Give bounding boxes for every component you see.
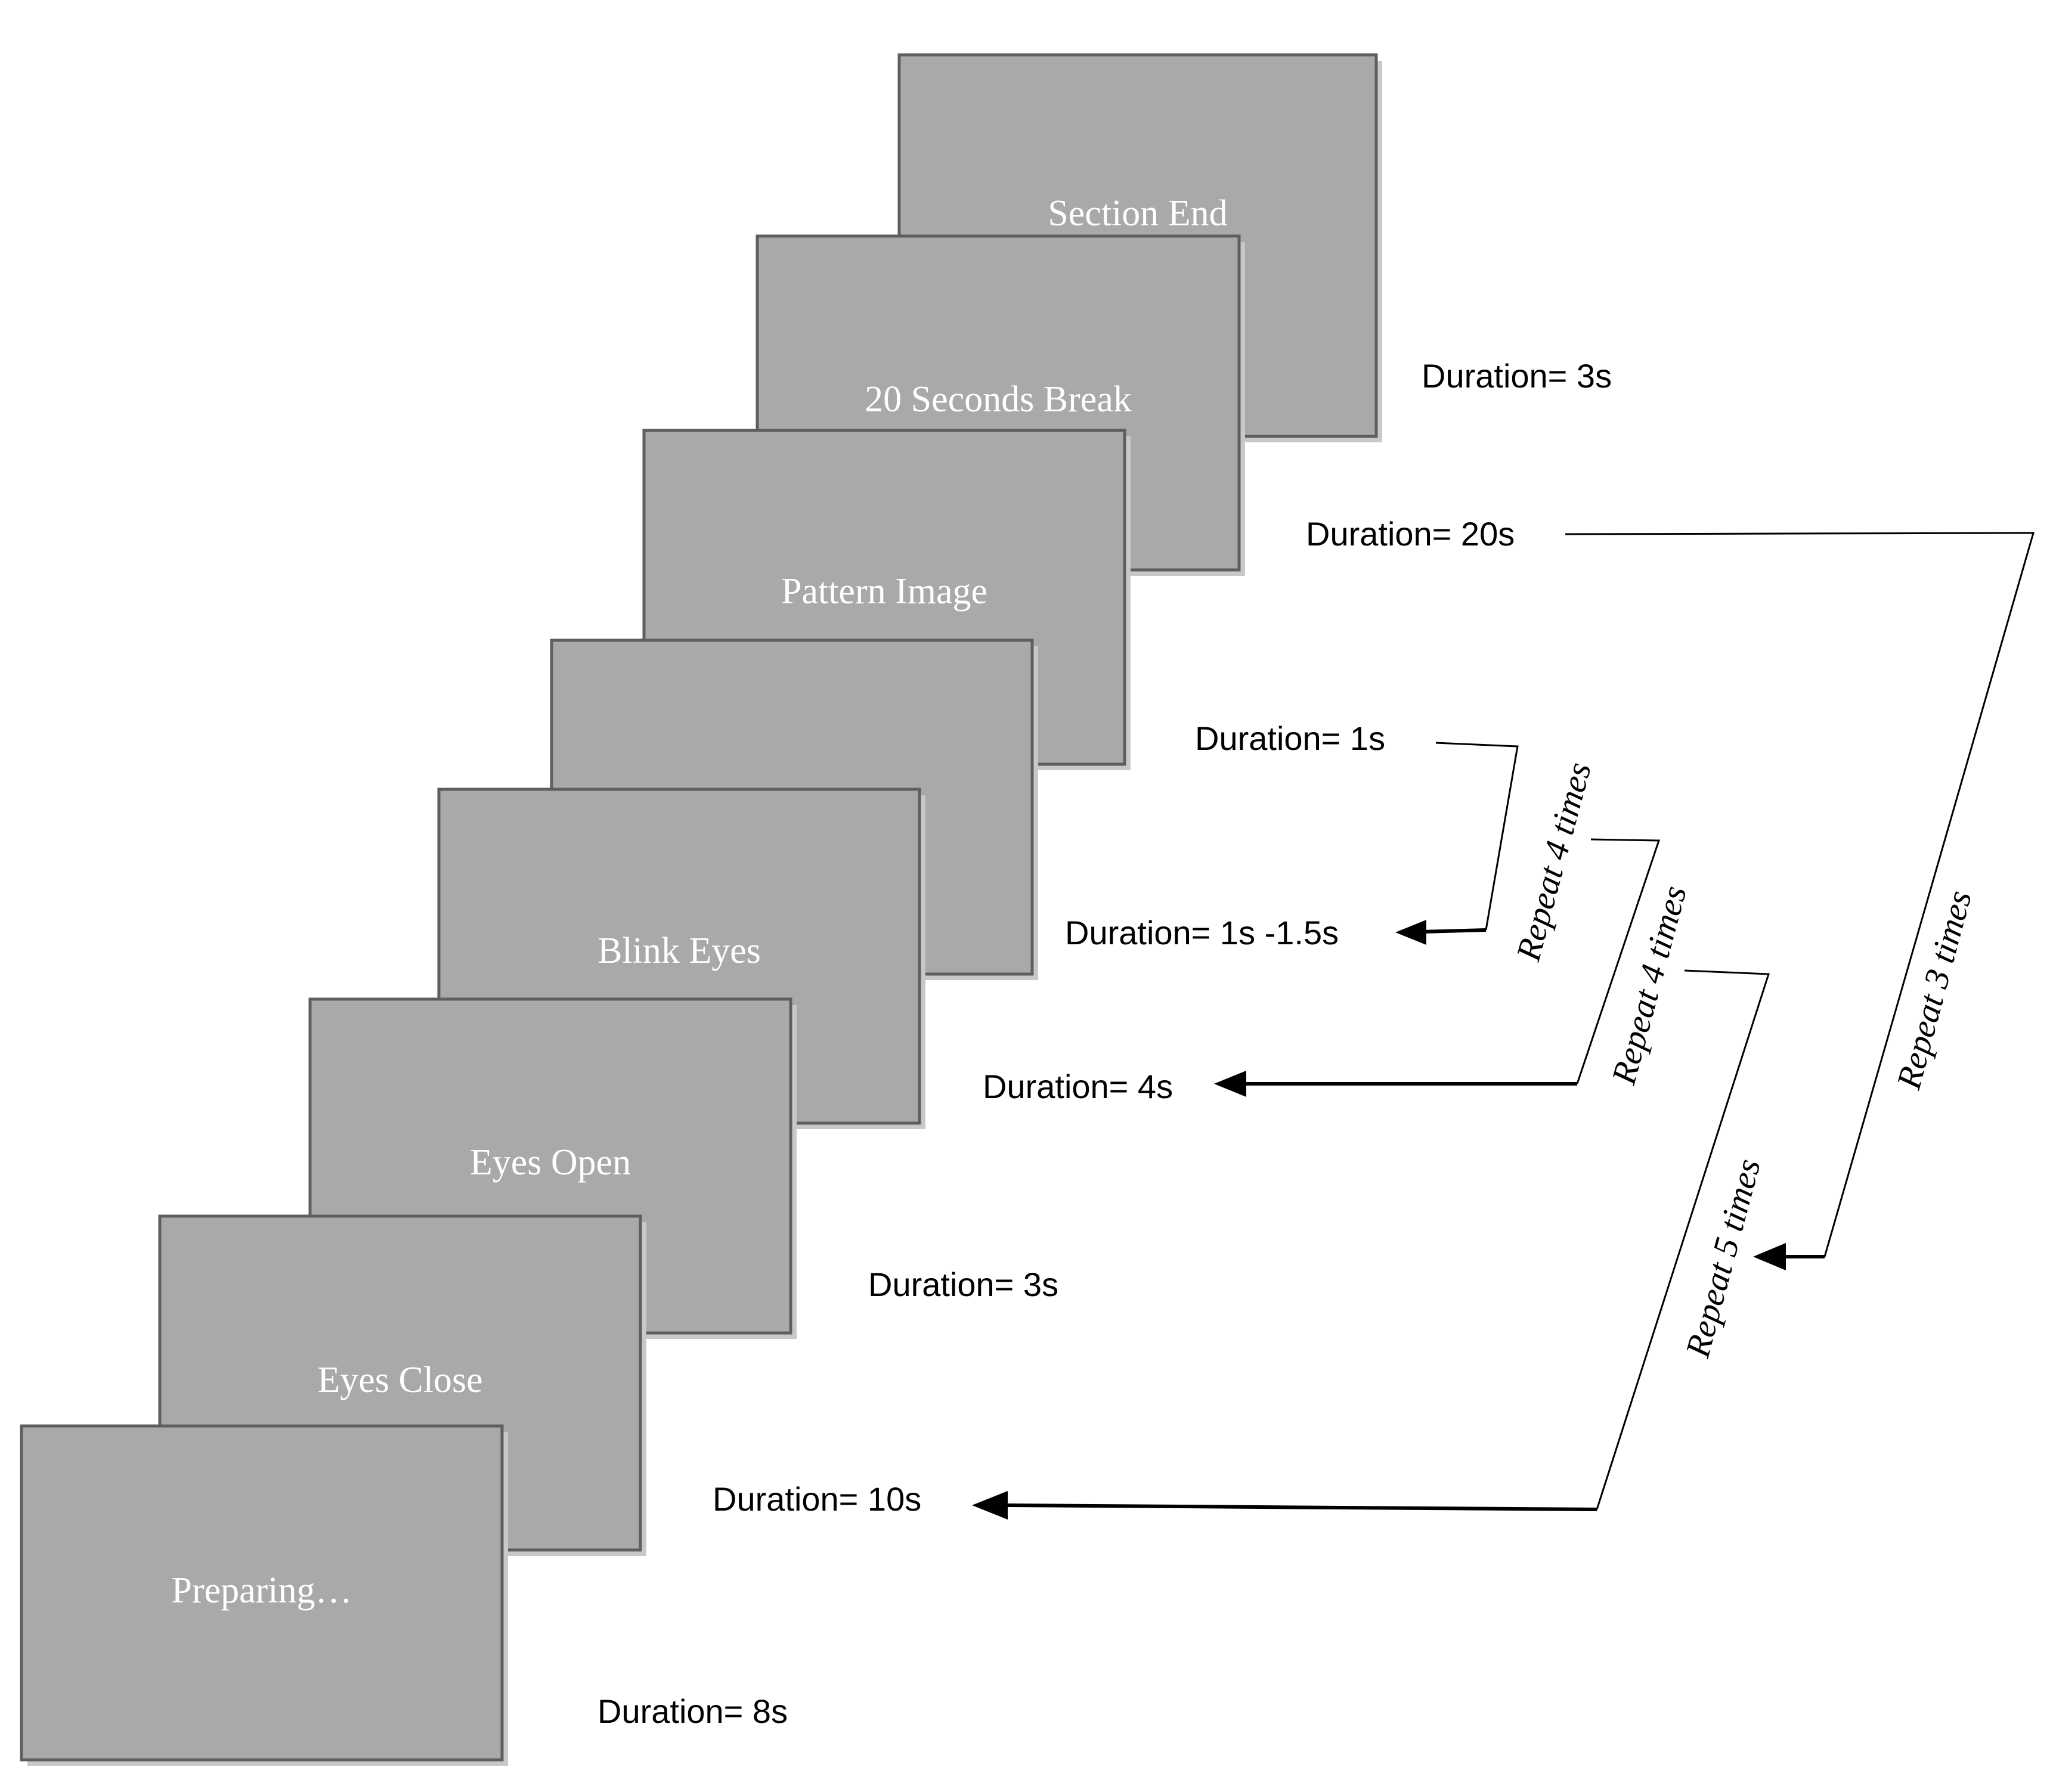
card-title-eyes-close: Eyes Close	[317, 1360, 482, 1400]
duration-blank: Duration= 1s -1.5s	[1065, 914, 1339, 951]
duration-section-end: Duration= 3s	[1422, 357, 1612, 395]
repeat-label-inner: Repeat 4 times	[1509, 758, 1599, 966]
duration-eyes-close: Duration= 10s	[713, 1480, 921, 1518]
card-title-blink-eyes: Blink Eyes	[597, 931, 761, 971]
arrowhead-icon	[1753, 1243, 1786, 1270]
arrowhead-icon	[972, 1491, 1008, 1520]
card-title-section-end: Section End	[1048, 193, 1227, 234]
duration-blink-eyes: Duration= 4s	[983, 1068, 1173, 1105]
card-title-preparing: Preparing…	[171, 1570, 352, 1611]
repeat-label-5: Repeat 5 times	[1678, 1155, 1768, 1362]
repeat-loop-middle: Repeat 4 times	[1214, 838, 1694, 1097]
card-title-20-seconds-break: 20 Seconds Break	[865, 379, 1132, 420]
card-preparing: Preparing…	[20, 1424, 508, 1766]
duration-preparing: Duration= 8s	[597, 1692, 788, 1730]
duration-20-seconds-break: Duration= 20s	[1306, 515, 1515, 553]
card-title-pattern-image: Pattern Image	[781, 571, 987, 612]
duration-eyes-open: Duration= 3s	[868, 1266, 1058, 1303]
arrowhead-icon	[1214, 1071, 1246, 1097]
repeat-loop-3: Repeat 3 times	[1565, 532, 2035, 1270]
repeat-loop-inner: Repeat 4 times	[1395, 742, 1599, 966]
card-title-eyes-open: Eyes Open	[470, 1142, 631, 1183]
duration-pattern-image: Duration= 1s	[1195, 720, 1385, 757]
arrowhead-icon	[1395, 920, 1426, 945]
repeat-label-middle: Repeat 4 times	[1604, 882, 1694, 1089]
